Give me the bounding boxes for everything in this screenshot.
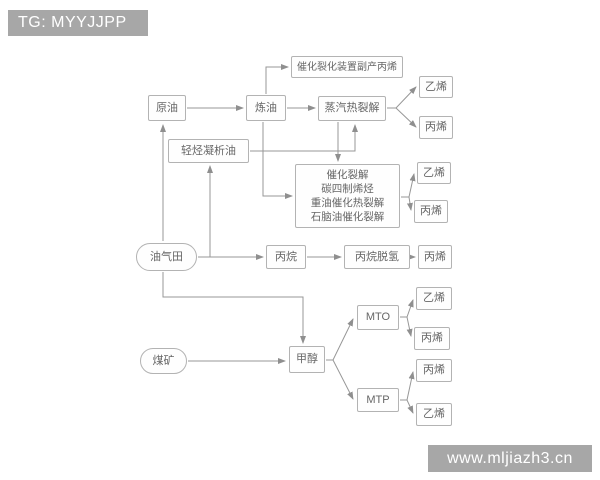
node-ethylene-3: 乙烯 [416,287,452,310]
node-methanol: 甲醇 [289,346,325,373]
node-multi-process-box: 催化裂解 碳四制烯烃 重油催化热裂解 石脑油催化裂解 [295,164,400,228]
process-line-heavy-oil-catalytic-thermal-cracking: 重油催化热裂解 [310,197,385,209]
node-steam-cracking: 蒸汽热裂解 [318,96,386,121]
process-line-naphtha-catalytic-cracking: 石脑油催化裂解 [310,211,385,223]
node-ethylene-4: 乙烯 [416,403,452,426]
node-catalytic-cracking-byproduct-propylene: 催化裂化装置副产丙烯 [291,56,403,78]
node-mto: MTO [357,305,399,330]
node-oil-gas-field: 油气田 [136,243,197,271]
node-coal-mine: 煤矿 [140,348,187,374]
tag-banner: TG: MYYJJPP [8,10,148,36]
node-ethylene-1: 乙烯 [419,76,453,98]
watermark-url: www.mljiazh3.cn [428,445,592,472]
node-crude-oil: 原油 [148,95,186,121]
node-mtp: MTP [357,388,399,412]
node-propylene-1: 丙烯 [419,116,453,139]
node-propylene-3: 丙烯 [418,245,452,269]
node-propylene-2: 丙烯 [414,200,448,223]
node-light-hydrocarbon-condensate: 轻烃凝析油 [168,139,249,163]
node-propane-dehydrogenation: 丙烷脱氢 [344,245,410,269]
process-line-catalytic-cracking: 催化裂解 [326,169,369,181]
process-line-c4-to-olefins: 碳四制烯烃 [321,183,374,195]
node-propylene-5: 丙烯 [416,359,452,382]
node-propane: 丙烷 [266,245,306,269]
node-oil-refining: 炼油 [246,95,286,121]
node-propylene-4: 丙烯 [414,327,450,350]
node-ethylene-2: 乙烯 [417,162,451,184]
